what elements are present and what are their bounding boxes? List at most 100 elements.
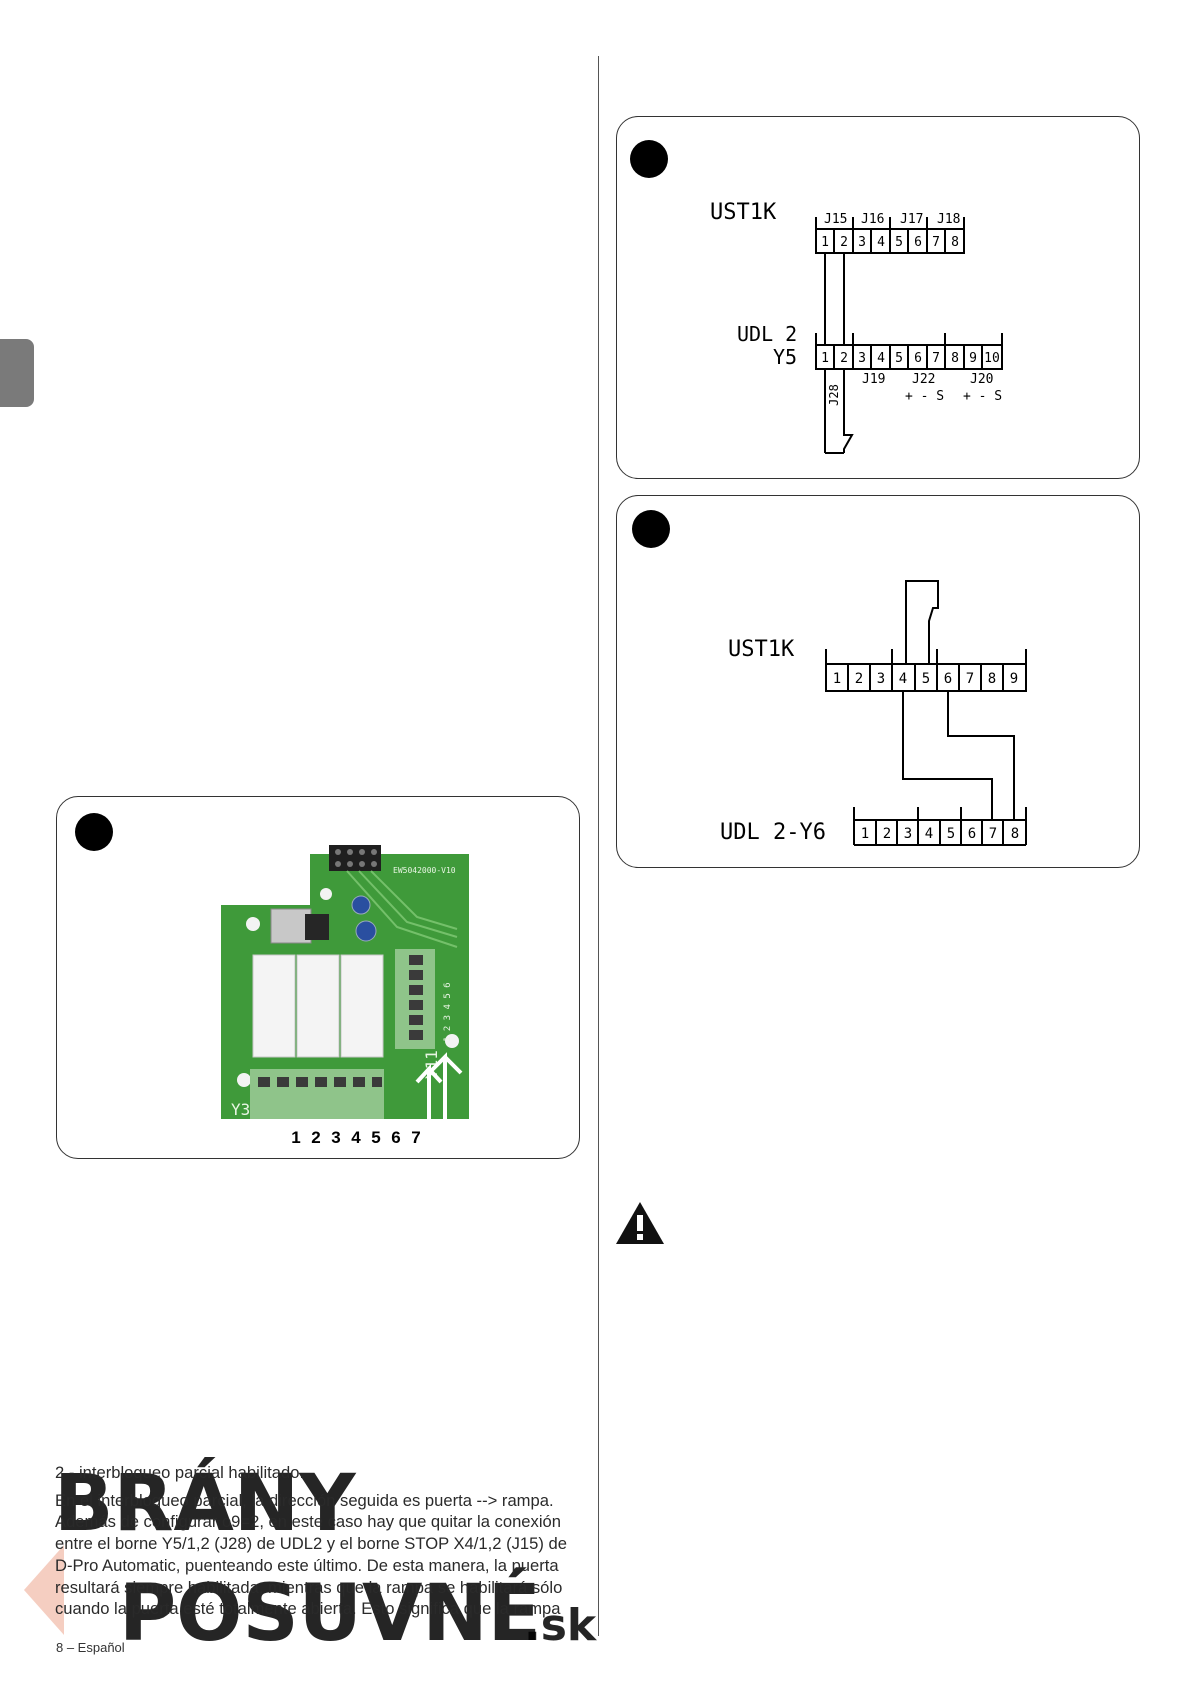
column-divider [598, 56, 599, 1636]
terminal-number: 4 [877, 235, 885, 250]
lower-label-udl2: UDL 2 [737, 322, 797, 346]
terminal-number: 2 [840, 351, 848, 366]
terminal-number: 1 [861, 826, 869, 842]
language-side-tab [0, 339, 34, 407]
lower-terminal-strip [853, 807, 1027, 846]
terminal-number: 4 [877, 351, 885, 366]
terminal-number: 3 [904, 826, 912, 842]
group-label-j18: J18 [937, 212, 960, 227]
jumper-loop [905, 580, 939, 664]
terminal-number: 3 [331, 1128, 341, 1147]
terminal-number: 6 [944, 671, 952, 687]
terminal-number: 5 [371, 1128, 381, 1147]
paragraph-line: entre el borne Y5/1,2 (J28) de UDL2 y el… [55, 1534, 567, 1554]
terminal-number: 6 [914, 351, 922, 366]
connection-wires [824, 253, 854, 454]
terminal-number: 2 [840, 235, 848, 250]
group-label-j19: J19 [862, 372, 885, 387]
mounting-hole [246, 917, 260, 931]
terminal-number: 7 [932, 235, 940, 250]
group-label-j20: J20 [970, 372, 993, 387]
terminal-number: 9 [1010, 671, 1018, 687]
terminal-number: 4 [925, 826, 933, 842]
terminal-number: 8 [1011, 826, 1019, 842]
mounting-hole [320, 888, 332, 900]
bottom-terminal-block [250, 1069, 384, 1119]
group-label-j17: J17 [900, 212, 923, 227]
upper-terminal-numbers: 1 2 3 4 5 6 7 8 [821, 235, 959, 250]
lead-line: 2 - interbloqueo parcial habilitado. [55, 1463, 305, 1482]
paragraph-line: resultará siempre habilitada, mientras q… [55, 1577, 563, 1597]
terminal-number: 10 [984, 351, 1000, 366]
upper-terminal-strip [815, 217, 965, 254]
terminal-number: 2 [311, 1128, 321, 1147]
terminal-number: 5 [922, 671, 930, 687]
group-label-j22: J22 [912, 372, 935, 387]
polarity-label: + - S [905, 389, 944, 404]
jumper-label-j28: J28 [827, 384, 841, 406]
upper-terminal-numbers: 1 2 3 4 5 6 7 8 9 [833, 671, 1018, 687]
relay [252, 954, 296, 1058]
terminal-number: 7 [989, 826, 997, 842]
terminal-number: 7 [411, 1128, 421, 1147]
figure-top-wiring: UST1K J15 J16 J17 J18 1 2 3 4 [616, 116, 1140, 479]
terminal-number: 6 [914, 235, 922, 250]
diagram-board-label: UST1K [728, 637, 795, 662]
pin-header [329, 845, 381, 871]
terminal-number: 5 [947, 826, 955, 842]
paragraph-line: Además de configurar o9=2, en este caso … [55, 1512, 561, 1532]
regulator-body [305, 914, 329, 940]
terminal-number: 6 [391, 1128, 401, 1147]
terminal-number: 8 [988, 671, 996, 687]
board-code: EW5042000-V10 [393, 866, 456, 875]
connection-wires [902, 691, 1015, 820]
figure-pcb-photo: EW5042000-V10 [56, 796, 580, 1159]
terminal-number: 4 [899, 671, 907, 687]
diagram-board-label: UST1K [710, 200, 777, 225]
wiring-diagram-ust1k-udl2: UST1K J15 J16 J17 J18 1 2 3 4 [710, 200, 1003, 454]
group-label-j15: J15 [824, 212, 847, 227]
upper-terminal-strip [825, 649, 1027, 692]
lower-terminal-strip [815, 333, 1003, 370]
terminal-number: 1 [821, 351, 829, 366]
wiring-diagram-ust1k-udl2-y6: UST1K 1 2 3 4 5 6 [720, 580, 1027, 846]
terminal-number: 9 [969, 351, 977, 366]
terminal-number: 2 [855, 671, 863, 687]
terminal-number: 8 [951, 235, 959, 250]
terminal-number: 3 [858, 235, 866, 250]
mounting-hole [237, 1073, 251, 1087]
relay [296, 954, 340, 1058]
paragraph-line: En el interbloqueo parcial, la dirección… [55, 1490, 554, 1510]
pcb-board-illustration: EW5042000-V10 [221, 845, 469, 1119]
pcb-traces [346, 870, 458, 948]
voltage-regulator [270, 908, 312, 944]
terminal-number: 1 [291, 1128, 301, 1147]
body-text: 2 - interbloqueo parcial habilitado. En … [55, 1462, 583, 1620]
terminal-number: 2 [883, 826, 891, 842]
terminal-number: 5 [895, 351, 903, 366]
lower-group-labels: J19 J22 J20 + - S + - S [862, 372, 1002, 404]
lower-label-udl2-y6: UDL 2-Y6 [720, 820, 826, 845]
mounting-hole [445, 1034, 459, 1048]
terminal-number: 5 [895, 235, 903, 250]
terminal-number: 1 [821, 235, 829, 250]
terminal-number: 3 [858, 351, 866, 366]
terminal-number: 7 [966, 671, 974, 687]
group-label-j16: J16 [861, 212, 884, 227]
label-y3: Y3 [231, 1100, 250, 1119]
figure-marker [632, 510, 670, 548]
terminal-number: 7 [932, 351, 940, 366]
capacitor [351, 895, 371, 915]
warning-icon [614, 1200, 666, 1251]
page-footer: 8 – Español [56, 1640, 125, 1655]
paragraph-line: cuando la puerta esté totalmente abierta… [55, 1599, 561, 1619]
terminal-number: 8 [951, 351, 959, 366]
terminal-number: 1 [833, 671, 841, 687]
capacitor [355, 920, 377, 942]
relays [252, 954, 384, 1058]
lower-label-y5: Y5 [773, 345, 797, 369]
terminal-number: 4 [351, 1128, 361, 1147]
arrow-icon [415, 1052, 463, 1119]
terminal-number: 3 [877, 671, 885, 687]
